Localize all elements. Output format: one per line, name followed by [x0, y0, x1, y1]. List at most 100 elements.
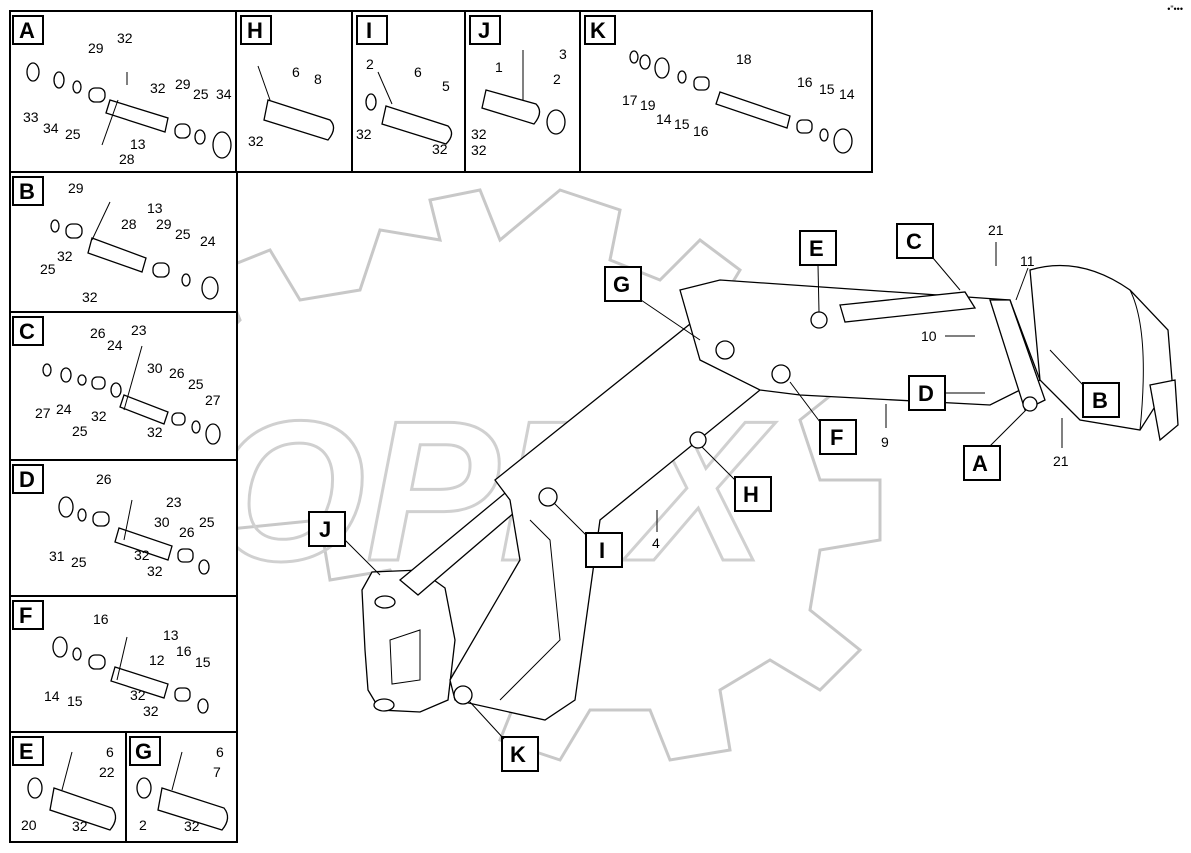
callout: 26 — [96, 471, 112, 487]
callout: 26 — [179, 524, 195, 540]
panel-d-letter: D — [19, 467, 35, 492]
tag-e: E — [809, 236, 824, 261]
callout: 28 — [121, 216, 137, 232]
tag-b: B — [1092, 388, 1108, 413]
callout: 25 — [199, 514, 215, 530]
callout: 25 — [72, 423, 88, 439]
callout: 15 — [819, 81, 835, 97]
callout: 11 — [1020, 253, 1035, 269]
tag-g: G — [613, 272, 630, 297]
detail-panel-d: D 26 23 30 26 25 31 25 32 32 — [9, 459, 238, 597]
detail-panel-e: E 6 22 20 32 — [9, 731, 127, 843]
callout: 14 — [656, 111, 672, 127]
callout: 13 — [163, 627, 179, 643]
callout: 6 — [292, 64, 300, 80]
detail-panel-b: B 29 13 28 29 25 24 32 25 32 — [9, 171, 238, 313]
callout: 2 — [139, 817, 147, 833]
callout: 32 — [72, 818, 88, 834]
callout: 16 — [93, 611, 109, 627]
callout: 32 — [143, 703, 159, 719]
callout: 32 — [184, 818, 200, 834]
callout: 29 — [88, 40, 104, 56]
callout: 23 — [166, 494, 182, 510]
callout: 22 — [99, 764, 115, 780]
detail-panel-c: C 26 23 24 30 26 25 27 27 24 32 25 32 — [9, 311, 238, 461]
callout: 13 — [147, 200, 163, 216]
panel-e-letter: E — [19, 739, 34, 764]
callout: 1 — [495, 59, 503, 75]
callout: 32 — [91, 408, 107, 424]
callout: 15 — [674, 116, 690, 132]
callout: 29 — [156, 216, 172, 232]
panel-g-letter: G — [135, 739, 152, 764]
callout: 8 — [314, 71, 322, 87]
callout: 32 — [356, 126, 372, 142]
panel-a-letter: A — [19, 18, 35, 43]
callout: 24 — [56, 401, 72, 417]
callout: 2 — [553, 71, 561, 87]
main-callouts: 21 11 10 9 21 4 — [652, 222, 1069, 551]
callout: 32 — [147, 424, 163, 440]
callout: 6 — [414, 64, 422, 80]
callout: 20 — [21, 817, 37, 833]
detail-panel-g: G 6 7 2 32 — [125, 731, 238, 843]
callout: 25 — [193, 86, 209, 102]
tag-c: C — [906, 229, 922, 254]
callout: 21 — [988, 222, 1004, 238]
callout: 23 — [131, 322, 147, 338]
tag-j: J — [319, 517, 331, 542]
panel-k-letter: K — [590, 18, 606, 43]
tag-k: K — [510, 742, 526, 767]
callout: 25 — [40, 261, 56, 277]
callout: 16 — [693, 123, 709, 139]
callout: 32 — [57, 248, 73, 264]
callout: 32 — [248, 133, 264, 149]
callout: 32 — [117, 30, 133, 46]
detail-panel-f: F 16 13 12 16 15 14 15 32 32 — [9, 595, 238, 733]
panel-h-letter: H — [247, 18, 263, 43]
callout: 24 — [107, 337, 123, 353]
callout: 10 — [921, 328, 937, 344]
callout: 5 — [442, 78, 450, 94]
callout: 32 — [82, 289, 98, 305]
callout: 32 — [130, 687, 146, 703]
backhoe-assembly — [361, 264, 1179, 721]
callout: 32 — [147, 563, 163, 579]
callout: 24 — [200, 233, 216, 249]
callout: 4 — [652, 535, 660, 551]
callout: 21 — [1053, 453, 1069, 469]
callout: 25 — [188, 376, 204, 392]
callout: 25 — [71, 554, 87, 570]
detail-panel-h: H 6 8 32 — [235, 10, 353, 173]
callout: 34 — [43, 120, 59, 136]
callout: 31 — [49, 548, 65, 564]
callout: 32 — [471, 126, 487, 142]
tag-i: I — [599, 538, 605, 563]
callout: 17 — [622, 92, 638, 108]
callout: 26 — [169, 365, 185, 381]
callout: 32 — [134, 547, 150, 563]
detail-panel-j: J 1 3 2 32 32 — [464, 10, 581, 173]
callout: 6 — [106, 744, 114, 760]
panel-b-letter: B — [19, 179, 35, 204]
panel-f-letter: F — [19, 603, 32, 628]
callout: 14 — [44, 688, 60, 704]
callout: 29 — [68, 180, 84, 196]
callout: 2 — [366, 56, 374, 72]
callout: 12 — [149, 652, 165, 668]
callout: 9 — [881, 434, 889, 450]
callout: 34 — [216, 86, 232, 102]
callout: 33 — [23, 109, 39, 125]
callout: 30 — [147, 360, 163, 376]
callout: 13 — [130, 136, 146, 152]
tag-d: D — [918, 381, 934, 406]
callout: 25 — [65, 126, 81, 142]
callout: 32 — [471, 142, 487, 158]
callout: 25 — [175, 226, 191, 242]
tag-f: F — [830, 425, 843, 450]
callout: 15 — [67, 693, 83, 709]
callout: 14 — [839, 86, 855, 102]
callout: 27 — [35, 405, 51, 421]
callout: 26 — [90, 325, 106, 341]
